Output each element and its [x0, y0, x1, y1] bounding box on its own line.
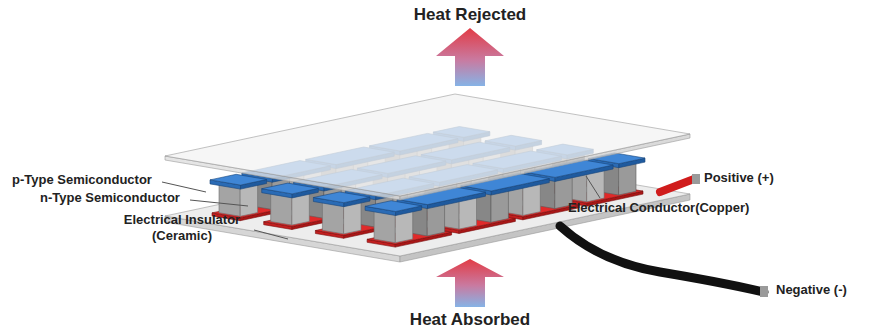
wire-tip — [760, 286, 768, 297]
wires — [560, 174, 768, 297]
negative-wire — [560, 226, 764, 292]
positive-wire — [660, 179, 694, 192]
terminal-label: Negative (-) — [776, 282, 868, 298]
wire-tip — [692, 174, 700, 184]
heat-label: Heat Absorbed — [370, 309, 570, 330]
leader-line — [586, 176, 600, 198]
module — [165, 94, 690, 262]
leader-line — [190, 200, 248, 206]
part-label: p-Type Semiconductor — [12, 172, 162, 188]
leader-line — [254, 230, 288, 239]
heat-label: Heat Rejected — [370, 4, 570, 25]
heat-absorbed-arrow — [436, 259, 504, 307]
heat-rejected-arrow — [436, 28, 504, 86]
conductor-tile — [365, 201, 422, 212]
leader-lines — [162, 176, 600, 239]
part-label: n-Type Semiconductor — [40, 190, 190, 206]
part-label: Electrical Conductor(Copper) — [568, 200, 778, 216]
part-label: Electrical Insulator (Ceramic) — [112, 212, 252, 245]
terminal-label: Positive (+) — [704, 170, 824, 186]
ceramic-plate — [165, 94, 690, 196]
